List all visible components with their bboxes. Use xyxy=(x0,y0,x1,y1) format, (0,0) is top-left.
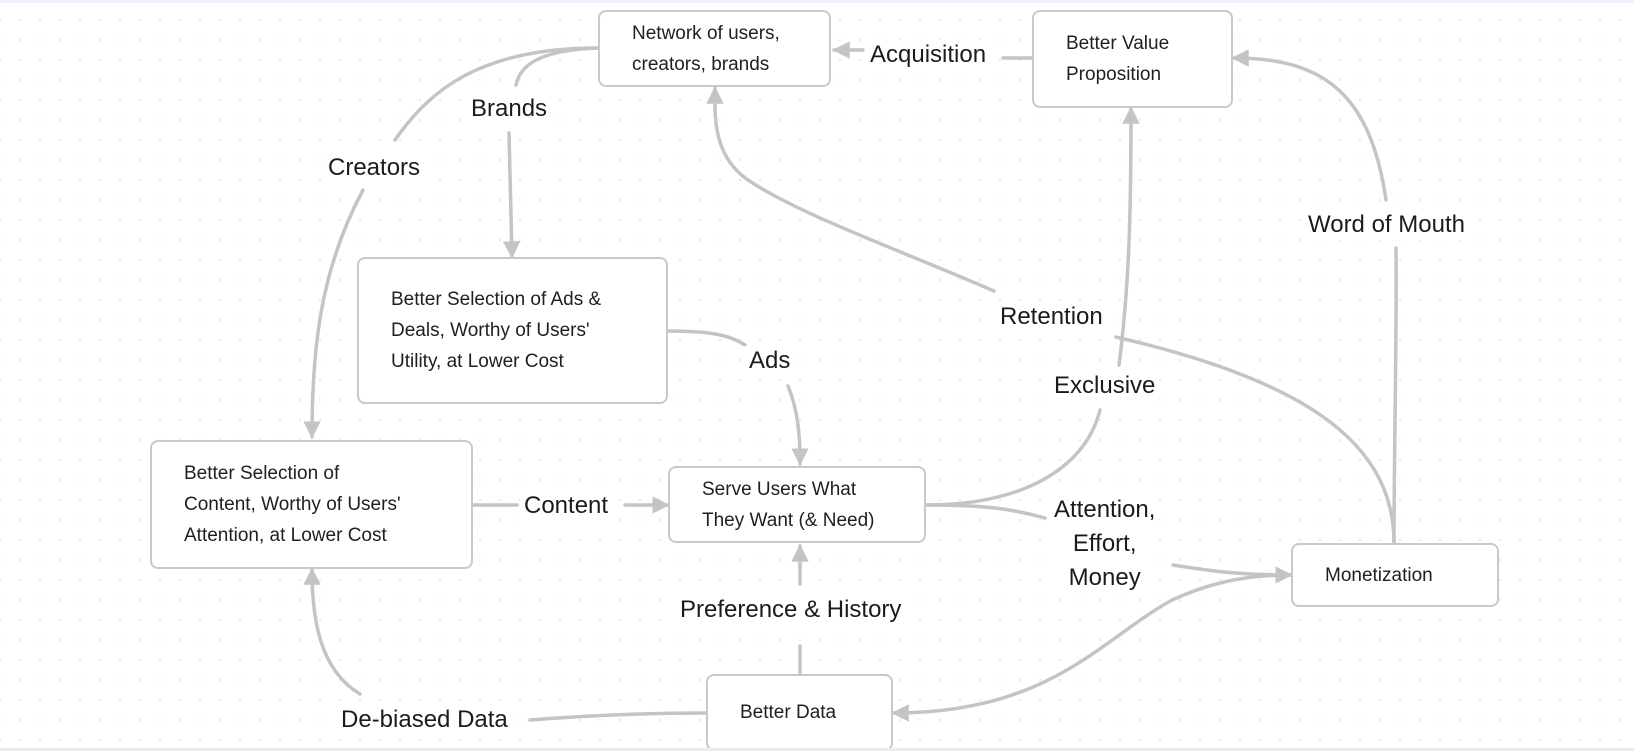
edge-label-acquisition: Acquisition xyxy=(866,40,991,70)
node-serve-users[interactable]: Serve Users What They Want (& Need) xyxy=(668,466,926,543)
node-ads-selection[interactable]: Better Selection of Ads & Deals, Worthy … xyxy=(357,257,668,404)
edge-attention-arrow xyxy=(1171,563,1293,584)
edge-label-content: Content xyxy=(520,491,613,521)
edge-retention xyxy=(1114,335,1396,545)
edge-label-exclusive: Exclusive xyxy=(1050,371,1160,401)
node-content-selection[interactable]: Better Selection of Content, Worthy of U… xyxy=(150,440,473,569)
node-better-data[interactable]: Better Data xyxy=(706,674,893,751)
edge-funding-top xyxy=(1170,573,1293,602)
edge-word-of-mouth-arrow xyxy=(1231,49,1388,202)
edge-creators-arrow xyxy=(303,188,365,439)
canvas-top-border xyxy=(0,0,1634,3)
edge-debiased-arrow xyxy=(303,567,362,696)
edge-exclusive-arrow xyxy=(1117,106,1140,367)
edge-funding-arrow xyxy=(891,598,1174,722)
edge-exclusive xyxy=(924,408,1102,507)
edge-label-attention-effort-money: Attention, Effort, Money xyxy=(1050,492,1160,596)
edge-label-ads: Ads xyxy=(745,346,795,376)
edge-label-debiased-data: De-biased Data xyxy=(337,705,512,735)
edge-label-retention: Retention xyxy=(996,302,1107,332)
node-monetization[interactable]: Monetization xyxy=(1291,543,1499,607)
edge-label-word-of-mouth: Word of Mouth xyxy=(1304,210,1469,240)
edge-ads xyxy=(666,329,747,347)
edge-ads-arrow xyxy=(786,384,809,466)
node-network[interactable]: Network of users, creators, brands xyxy=(598,10,831,87)
canvas-bottom-border xyxy=(0,748,1634,751)
edge-label-brands: Brands xyxy=(467,94,552,124)
edge-word-of-mouth xyxy=(1392,246,1398,545)
edge-creators xyxy=(393,46,600,142)
edge-label-creators: Creators xyxy=(324,153,425,183)
edge-brands-arrow xyxy=(502,131,521,259)
edge-attention xyxy=(924,503,1047,520)
edge-debiased xyxy=(528,711,708,722)
node-value-proposition[interactable]: Better Value Proposition xyxy=(1032,10,1233,108)
edge-brands xyxy=(514,46,600,87)
edge-retention-arrow xyxy=(706,86,996,293)
edge-label-preference-history: Preference & History xyxy=(676,595,906,625)
